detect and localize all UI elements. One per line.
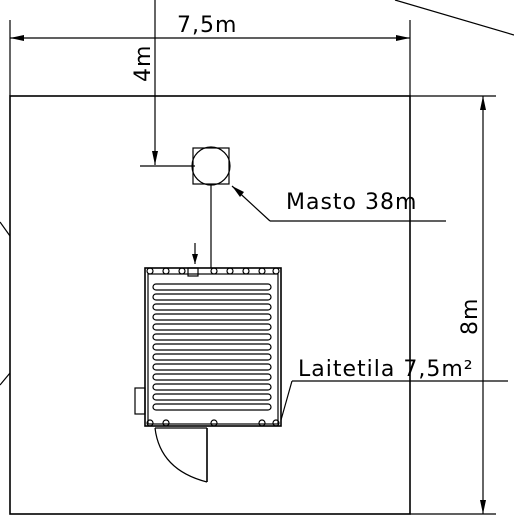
width-dimension-label: 7,5m — [177, 13, 237, 38]
offset-dimension: 4m — [131, 0, 195, 167]
height-dimension: 8m — [410, 95, 496, 515]
entry-arrow — [192, 243, 198, 264]
equipment-room — [134, 267, 282, 427]
mast-leader: Masto 38m — [231, 185, 446, 222]
door-swing — [154, 427, 208, 483]
mast-label: Masto 38m — [286, 190, 417, 215]
side-unit — [134, 387, 146, 415]
context-line-top-right — [394, 0, 514, 36]
mast-symbol — [191, 146, 231, 268]
offset-dimension-label: 4m — [131, 45, 156, 82]
roof-slats — [152, 283, 272, 411]
width-dimension: 7,5m — [9, 13, 411, 96]
context-line-left-lower — [0, 372, 11, 386]
roof-bolts — [146, 267, 280, 427]
context-line-left-upper — [0, 221, 11, 237]
plot-boundary — [9, 95, 411, 515]
room-label: Laitetila 7,5m² — [298, 357, 474, 382]
room-leader: Laitetila 7,5m² — [280, 357, 508, 421]
height-dimension-label: 8m — [458, 298, 483, 335]
